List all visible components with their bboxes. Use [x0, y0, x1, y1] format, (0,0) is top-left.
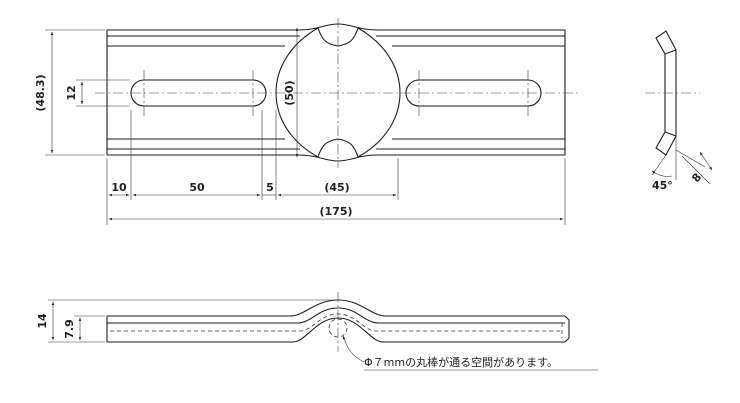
plate-outline	[106, 23, 566, 162]
label-side-flange: 8	[689, 171, 704, 185]
label-total-length: (175)	[319, 205, 352, 218]
label-slot-width: 12	[65, 85, 78, 100]
dimension-height-outer: (48.3)	[34, 29, 105, 156]
label-bulge-height: (50)	[283, 80, 296, 105]
label-gap: 5	[266, 181, 274, 194]
front-profile-inner-top	[107, 307, 565, 324]
note-leader	[342, 335, 365, 363]
label-thickness-total: 14	[36, 313, 49, 329]
label-side-angle: 45°	[652, 179, 673, 192]
label-edge-offset: 10	[111, 181, 127, 194]
side-bend-top	[664, 49, 677, 55]
note-text: Φ７mmの丸棒が通る空間があります。	[364, 355, 558, 369]
label-thickness-inner: 7.9	[63, 319, 76, 339]
side-bend-bottom	[664, 131, 677, 137]
label-slot-length: 50	[189, 181, 205, 194]
top-view	[95, 18, 580, 168]
front-view	[106, 292, 570, 352]
label-height-outer: (48.3)	[34, 74, 47, 111]
dimension-bulge-height: (50)	[283, 27, 299, 158]
side-view: 45° 8	[645, 30, 713, 192]
dimension-thickness: 14 7.9	[36, 299, 336, 343]
dimension-chain: 10 50 5 (45) (175)	[106, 110, 566, 225]
dimension-slot-width: 12	[65, 79, 130, 107]
label-bulge-width: (45)	[324, 181, 349, 194]
front-profile-outer	[106, 299, 570, 343]
bulge-outline-right	[357, 27, 401, 158]
rod-note: Φ７mmの丸棒が通る空間があります。	[342, 335, 598, 371]
